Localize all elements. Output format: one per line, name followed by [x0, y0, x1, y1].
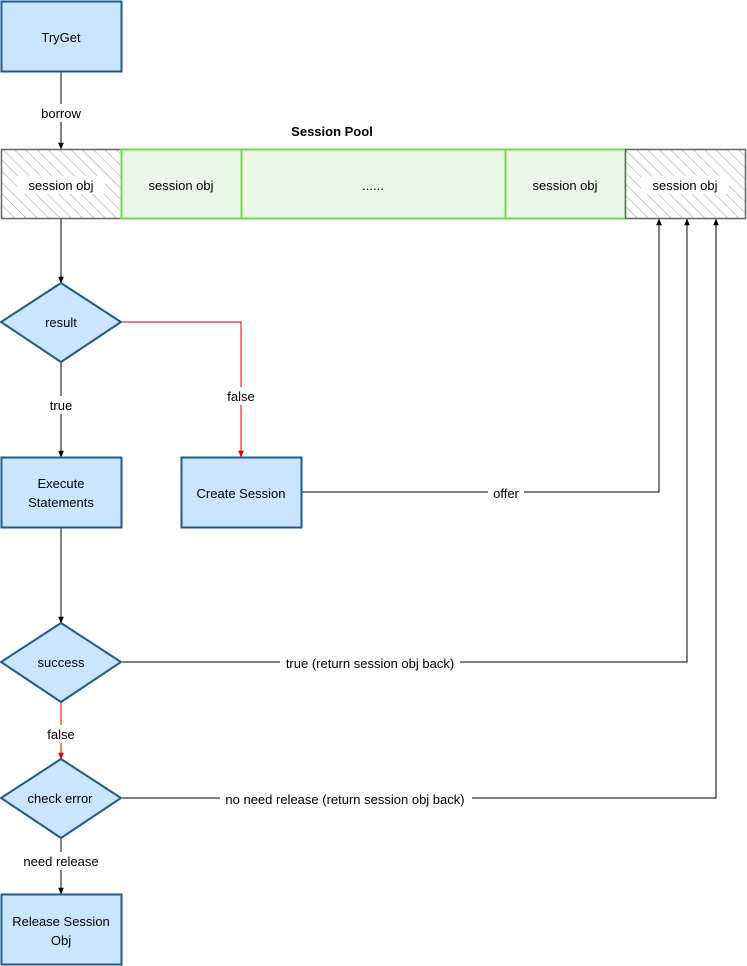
- edge-success-true: true (return session obj back): [121, 218, 690, 672]
- session-pool: session obj session obj ...... session o…: [0, 148, 747, 220]
- execute-statements-node: Execute Statements: [0, 456, 123, 529]
- edge-label-true-result: true: [50, 398, 72, 413]
- edge-label-offer: offer: [493, 486, 519, 501]
- success-label: success: [38, 655, 85, 670]
- result-decision: result: [0, 281, 123, 364]
- check-error-decision: check error: [0, 757, 123, 840]
- execute-label-line2: Statements: [28, 495, 94, 510]
- pool-cell-4: session obj: [504, 148, 627, 220]
- pool-cell-2: session obj: [120, 148, 243, 220]
- edge-label-borrow: borrow: [41, 106, 81, 121]
- execute-label-line1: Execute: [38, 476, 85, 491]
- tryget-node: TryGet: [0, 0, 123, 73]
- edge-label-true-success: true (return session obj back): [286, 656, 454, 671]
- pool-cell-5-label: session obj: [652, 178, 717, 193]
- edge-result-false: false: [121, 321, 260, 458]
- tryget-label: TryGet: [41, 30, 81, 45]
- create-session-node: Create Session: [180, 456, 303, 529]
- release-label-line2: Obj: [51, 933, 71, 948]
- edge-label-false-success: false: [47, 727, 74, 742]
- edge-need-release: need release: [20, 838, 102, 895]
- pool-cell-1-label: session obj: [28, 178, 93, 193]
- edge-label-need-release: need release: [23, 854, 98, 869]
- edge-result-true: true: [42, 362, 80, 458]
- pool-cell-5: session obj: [624, 148, 747, 220]
- pool-cell-3: ......: [240, 148, 507, 220]
- pool-cell-1: session obj: [0, 148, 123, 220]
- edge-borrow: borrow: [35, 71, 87, 150]
- create-session-label: Create Session: [197, 486, 286, 501]
- edge-offer: offer: [302, 218, 662, 502]
- edge-success-false: false: [42, 702, 80, 760]
- release-label-line1: Release Session: [12, 914, 110, 929]
- session-pool-title: Session Pool: [291, 124, 373, 139]
- result-label: result: [45, 315, 77, 330]
- edge-label-false-result: false: [227, 389, 254, 404]
- success-decision: success: [0, 621, 123, 704]
- edge-no-need-release: no need release (return session obj back…: [121, 218, 719, 808]
- pool-cell-4-label: session obj: [532, 178, 597, 193]
- edge-label-no-need-release: no need release (return session obj back…: [225, 792, 464, 807]
- pool-cell-3-label: ......: [362, 178, 384, 193]
- check-error-label: check error: [27, 791, 93, 806]
- pool-cell-2-label: session obj: [148, 178, 213, 193]
- release-session-node: Release Session Obj: [0, 893, 123, 966]
